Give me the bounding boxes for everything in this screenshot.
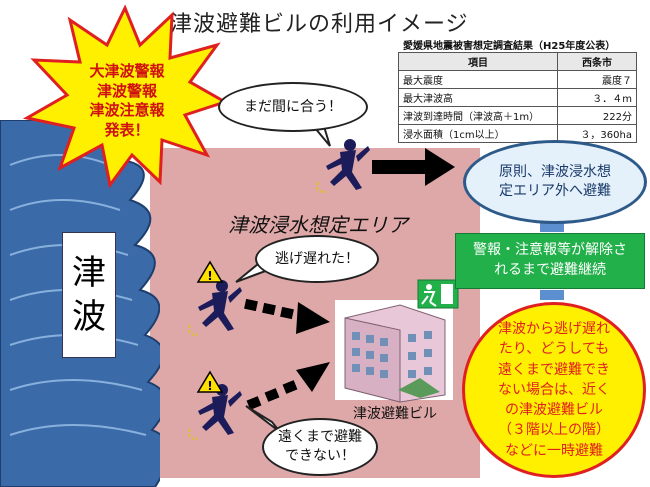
evacuate-outside-arrow	[372, 148, 455, 186]
evacuation-building-sign	[417, 279, 459, 309]
svg-text:!: !	[207, 269, 212, 283]
advice-line-1: 津波から逃げ遅れ	[498, 320, 610, 337]
warning-line-2: 津波警報	[96, 81, 157, 100]
caution-sign-2: !	[196, 370, 224, 393]
principle-line-2: 定エリア外へ避難	[499, 183, 611, 199]
warning-line-4: 発表！	[104, 120, 150, 139]
advice-line-2: たり、どうしても	[498, 341, 610, 358]
svg-text:!: !	[207, 379, 212, 393]
warning-burst-text: 大津波警報 津波警報 津波注意報 発表！	[62, 62, 192, 140]
bubble-too-late: 逃げ遅れた！	[255, 235, 379, 283]
bubble-still-time: まだ間に合う！	[218, 82, 368, 132]
warning-line-1: 大津波警報	[89, 62, 165, 80]
survey-header-item: 項目	[398, 52, 558, 71]
bubble-cannot-far-line-1: 遠くまで避難	[278, 429, 362, 446]
warning-line-3: 津波注意報	[89, 101, 165, 119]
principle-oval: 原則、津波浸水想 定エリア外へ避難	[463, 140, 647, 224]
evacuation-building-illustration	[335, 300, 453, 403]
advice-line-6: （３階以上の階）	[498, 422, 610, 439]
survey-cell: 浸水面積（1cm以上）	[398, 124, 558, 143]
page-title: 津波避難ビルの利用イメージ	[170, 12, 469, 37]
advice-line-5: の津波避難ビル	[505, 402, 603, 419]
warning-burst-shape	[22, 4, 227, 188]
runner-middle	[188, 280, 242, 336]
continue-evacuation-box: 警報・注意報等が解除さ れるまで避難継続	[455, 233, 645, 289]
building-label: 津波避難ビル	[353, 406, 437, 422]
advice-line-3: 遠くまで避難でき	[498, 361, 610, 378]
advice-circle: 津波から逃げ遅れ たり、どうしても 遠くまで避難でき ない場合は、近く の津波避…	[462, 302, 646, 478]
runner-top	[316, 139, 370, 193]
tsunami-label: 津 波	[62, 232, 116, 358]
principle-line-1: 原則、津波浸水想	[499, 164, 611, 181]
tsunami-char-1: 津	[72, 252, 106, 293]
continue-line-2: れるまで避難継続	[494, 262, 606, 278]
dotted-arrow-head-1	[296, 302, 330, 334]
blue-arrow-down-2	[540, 290, 564, 300]
survey-cell: ３，360ha	[557, 124, 637, 143]
bubble-cannot-far: 遠くまで避難 できない！	[262, 418, 378, 476]
advice-line-4: ない場合は、近く	[498, 381, 610, 398]
survey-header-city: 西条市	[557, 52, 637, 71]
continue-line-1: 警報・注意報等が解除さ	[473, 242, 627, 259]
flood-zone-label: 津波浸水想定エリア	[228, 213, 408, 237]
bubble-cannot-far-line-2: できない！	[285, 448, 355, 464]
survey-caption: 愛媛県地震被害想定調査結果（H25年度公表）	[403, 41, 616, 52]
dotted-arrow-head-2	[296, 362, 330, 392]
tsunami-char-2: 波	[72, 297, 106, 337]
advice-line-7: などに一時避難	[505, 442, 603, 459]
caution-sign-1: !	[196, 260, 224, 283]
